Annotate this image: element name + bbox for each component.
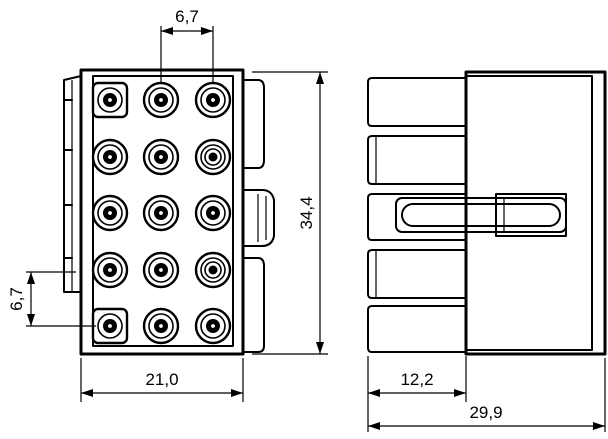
contact-pin-coded <box>194 251 232 289</box>
contact-pin-round <box>142 81 180 119</box>
contact-pin-round <box>91 138 129 176</box>
contact-pin-round <box>91 251 129 289</box>
dim-pin-pitch-top: 6,7 <box>175 7 199 26</box>
side-body-outline <box>464 70 607 356</box>
contact-pin-square <box>91 307 129 345</box>
dim-depth-total: 29,9 <box>469 403 502 422</box>
contact-pin-round <box>194 194 232 232</box>
contact-pin-round <box>194 307 232 345</box>
contact-pin-grid <box>91 81 232 345</box>
dim-pin-pitch-left: 6,7 <box>7 287 26 311</box>
contact-pin-round <box>142 307 180 345</box>
dimension-lines <box>26 26 606 432</box>
front-view <box>63 68 275 356</box>
contact-pin-coded <box>194 138 232 176</box>
contact-pin-round <box>194 81 232 119</box>
front-housing-face <box>92 75 234 347</box>
dim-width-front: 21,0 <box>145 370 178 389</box>
contact-pin-square <box>91 81 129 119</box>
side-latch-lever <box>395 193 567 237</box>
contact-pin-round <box>142 138 180 176</box>
front-right-clip <box>242 79 275 353</box>
contact-pin-round <box>142 251 180 289</box>
side-view <box>367 70 607 356</box>
front-housing-outline <box>79 68 245 356</box>
dim-height: 34,4 <box>297 196 316 229</box>
side-contact-chambers <box>367 77 467 353</box>
contact-pin-round <box>91 194 129 232</box>
dim-depth-partial: 12,2 <box>400 370 433 389</box>
contact-pin-round <box>142 194 180 232</box>
